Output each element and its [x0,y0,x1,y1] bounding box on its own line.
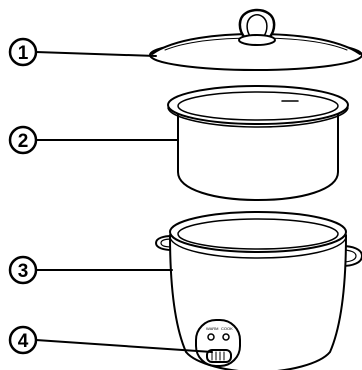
callout-3: 3 [10,257,172,283]
callout-3-number: 3 [18,261,29,282]
control-panel: WARM COOK [196,320,240,366]
panel-label-warm: WARM [206,326,219,331]
callout-1-leader [36,52,156,56]
panel-label-cook: COOK [221,326,233,331]
callout-2-number: 2 [18,131,29,152]
callout-2: 2 [10,127,178,153]
indicator-light-cook [223,334,229,340]
cooker-body: WARM COOK [156,212,362,370]
callout-1: 1 [10,39,156,65]
callout-1-number: 1 [18,43,29,64]
inner-pot [168,86,348,200]
lid [150,10,362,70]
lid-handle [239,10,275,45]
indicator-light-warm [208,334,214,340]
callout-4-number: 4 [18,331,29,352]
